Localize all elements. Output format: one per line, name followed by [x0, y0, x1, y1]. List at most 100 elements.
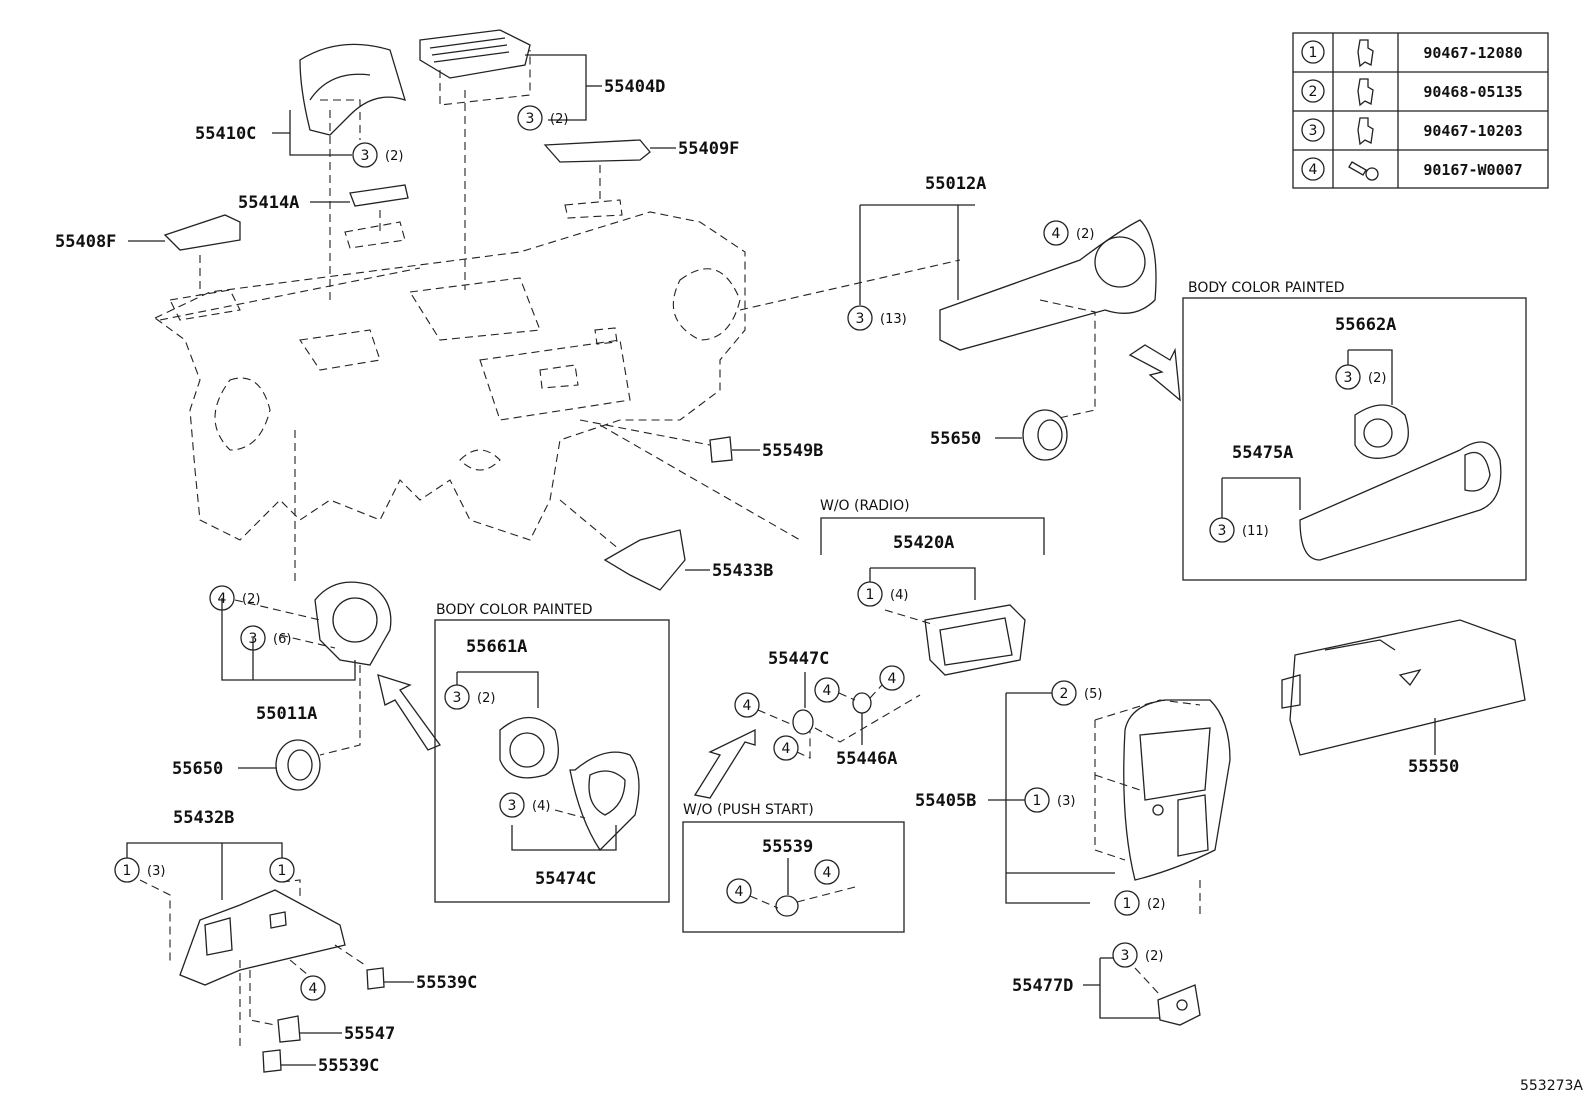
circle-ref-4: 4	[823, 683, 832, 699]
part-55011A-driver-panel: 4 (2) 3 (6) 55011A	[209, 430, 392, 756]
group-wo-radio: W/O (RADIO) 55420A 1 (4)	[820, 498, 1045, 676]
circle-ref-4: 4	[1052, 226, 1061, 242]
qty-55420A: (4)	[890, 588, 908, 603]
label-55477D: 55477D	[1012, 976, 1073, 996]
part-55405B-center-cluster: 55405B 2 (5) 1 (3) 1 (2)	[915, 680, 1231, 916]
part-55447C-switch: 55447C 4 4	[734, 649, 921, 761]
note-body-color-left: BODY COLOR PAINTED	[436, 602, 593, 618]
qty-55432B: (3)	[147, 864, 165, 879]
circle-ref-3: 3	[1218, 523, 1227, 539]
note-body-color-right: BODY COLOR PAINTED	[1188, 280, 1345, 296]
label-55446A: 55446A	[836, 749, 897, 769]
part-55650-right-vent: 55650	[930, 409, 1068, 461]
note-wo-push-start: W/O (PUSH START)	[683, 802, 814, 818]
legend-ref-2: 2	[1309, 84, 1318, 100]
label-55409F: 55409F	[678, 139, 739, 159]
circle-ref-4: 4	[735, 884, 744, 900]
label-55539: 55539	[762, 837, 813, 857]
qty-55662A: (2)	[1368, 371, 1386, 386]
label-55547: 55547	[344, 1024, 395, 1044]
part-55539C-plug-upper: 55539C	[366, 967, 477, 993]
arrow-right-detail	[1128, 344, 1181, 402]
circle-ref-4: 4	[888, 671, 897, 687]
label-55408F: 55408F	[55, 232, 116, 252]
label-55549B: 55549B	[762, 441, 823, 461]
legend-part-no-1: 90467-12080	[1423, 44, 1522, 62]
legend-part-no-3: 90467-10203	[1423, 122, 1522, 140]
label-55404D: 55404D	[604, 77, 665, 97]
circle-ref-4: 4	[743, 698, 752, 714]
legend-row-1: 1 90467-12080	[1301, 39, 1523, 68]
legend-ref-4: 4	[1309, 162, 1318, 178]
part-55012A-passenger-panel: 55012A 4 (2) 3 (13)	[739, 174, 1157, 421]
circle-ref-2: 2	[1060, 686, 1069, 702]
label-55474C: 55474C	[535, 869, 596, 889]
part-55539C-plug-lower: 55539C	[262, 1049, 379, 1076]
circle-ref-3: 3	[1121, 948, 1130, 964]
part-55408F-cover: 55408F	[55, 214, 241, 295]
circle-ref-1: 1	[1123, 896, 1132, 912]
part-55432B-lower-panel: 55432B 1 (3) 1 4	[114, 808, 366, 1050]
part-55410C-column-cover: 55410C 3 (2)	[195, 43, 406, 300]
label-55405B: 55405B	[915, 791, 976, 811]
label-55550: 55550	[1408, 757, 1459, 777]
part-55414A-bracket: 55414A	[238, 184, 409, 232]
qty-55405B-1b: (2)	[1147, 897, 1165, 912]
label-55475A: 55475A	[1232, 443, 1293, 463]
label-55420A: 55420A	[893, 533, 954, 553]
circle-ref-3: 3	[453, 690, 462, 706]
instrument-panel-outline	[153, 199, 746, 541]
legend-row-3: 3 90467-10203	[1301, 117, 1523, 146]
legend-row-4: 4 90167-W0007	[1301, 157, 1523, 181]
label-55433B: 55433B	[712, 561, 773, 581]
label-55414A: 55414A	[238, 193, 299, 213]
circle-ref-3: 3	[1344, 370, 1353, 386]
note-wo-radio: W/O (RADIO)	[820, 498, 910, 514]
label-55650-left: 55650	[172, 759, 223, 779]
label-55447C: 55447C	[768, 649, 829, 669]
circle-ref-4: 4	[309, 981, 318, 997]
qty-55011A-3: (6)	[273, 632, 291, 647]
label-55432B: 55432B	[173, 808, 234, 828]
circle-ref-3: 3	[526, 111, 535, 127]
circle-ref-3: 3	[249, 631, 258, 647]
qty-55405B-2: (5)	[1084, 687, 1102, 702]
screw-icon	[1348, 161, 1367, 176]
circle-ref-4: 4	[218, 591, 227, 607]
circle-ref-3: 3	[508, 798, 517, 814]
body-color-painted-left-box: BODY COLOR PAINTED 55661A 3 (2) 3 (4) 55…	[434, 602, 670, 903]
qty-55012A-4: (2)	[1076, 227, 1094, 242]
legend-ref-1: 1	[1309, 45, 1318, 61]
label-55410C: 55410C	[195, 124, 256, 144]
body-color-painted-right-box: BODY COLOR PAINTED 55662A 3 (2) 55475A 3…	[1182, 280, 1527, 581]
qty-55405B-1a: (3)	[1057, 794, 1075, 809]
part-55477D-switch: 55477D 3 (2)	[1012, 942, 1201, 1026]
qty-55410C: (2)	[385, 149, 403, 164]
legend-part-no-4: 90167-W0007	[1423, 161, 1522, 179]
clip-icon	[1357, 39, 1374, 68]
arrow-center-detail	[693, 728, 756, 799]
legend-row-2: 2 90468-05135	[1301, 78, 1523, 107]
circle-ref-1: 1	[123, 863, 132, 879]
part-55433B-lower-cover: 55433B	[559, 424, 801, 591]
part-55409F-cover: 55409F	[543, 139, 739, 200]
diagram-id: 553273A	[1520, 1078, 1583, 1094]
circle-ref-1: 1	[1033, 793, 1042, 809]
qty-55474C: (4)	[532, 799, 550, 814]
label-55539C-upper: 55539C	[416, 973, 477, 993]
fastener-legend-table: 1 90467-12080 2 90468-05135 3 90467-1020…	[1292, 32, 1549, 189]
circle-ref-1: 1	[866, 587, 875, 603]
label-55011A: 55011A	[256, 704, 317, 724]
label-55662A: 55662A	[1335, 315, 1396, 335]
part-55446A-switch: 4 4 55446A	[814, 665, 905, 769]
clip-icon	[1357, 117, 1374, 146]
legend-ref-3: 3	[1309, 123, 1318, 139]
part-55650-left-vent: 55650	[172, 739, 321, 791]
part-55547-cover: 55547	[277, 1015, 395, 1044]
label-55539C-lower: 55539C	[318, 1056, 379, 1076]
part-55550-glove-box: 55550	[1281, 619, 1526, 777]
qty-55477D: (2)	[1145, 949, 1163, 964]
qty-55404D: (2)	[550, 112, 568, 127]
label-55661A: 55661A	[466, 637, 527, 657]
circle-ref-1: 1	[278, 863, 287, 879]
